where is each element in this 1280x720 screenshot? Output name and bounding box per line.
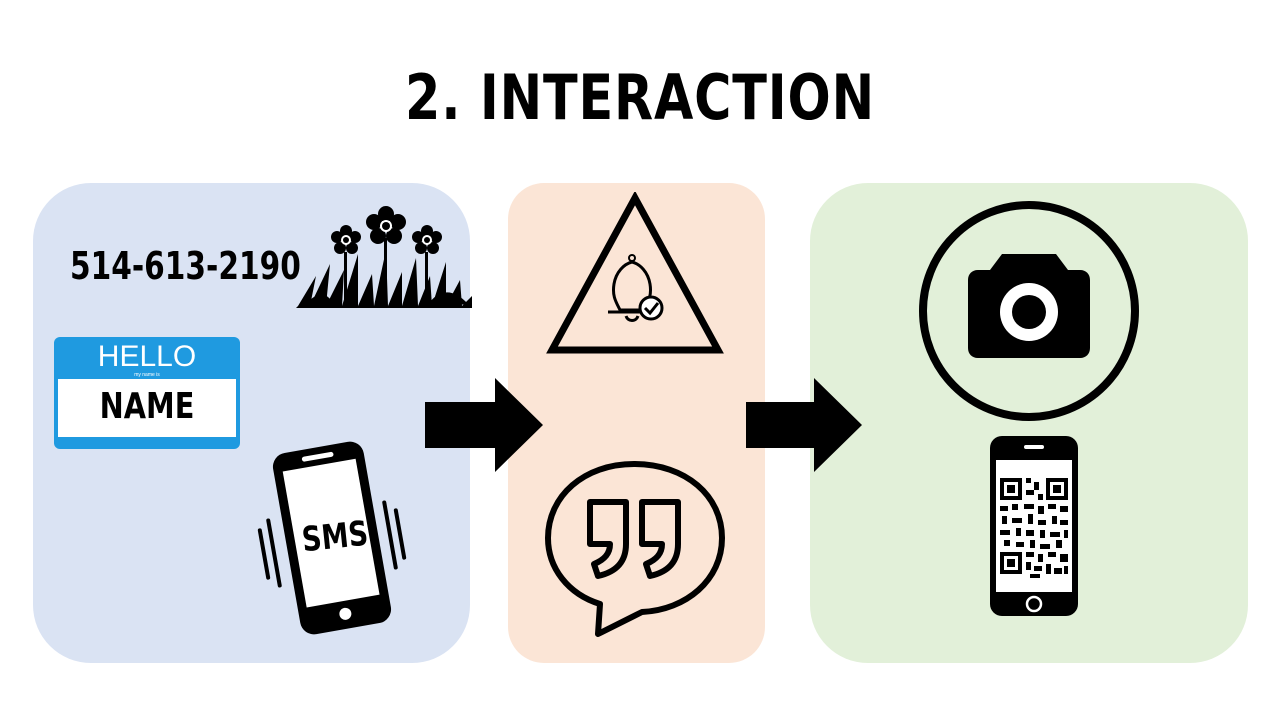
vibrating-phone-icon — [257, 441, 407, 635]
warning-bell-icon — [546, 192, 724, 354]
slide-title: 2. INTERACTION — [405, 61, 875, 134]
right-arrow-icon — [425, 378, 543, 472]
right-arrow-icon — [746, 378, 862, 472]
name-tag-hello: HELLO — [97, 340, 197, 373]
phone-number: 514-613-2190 — [70, 244, 301, 288]
camera-circle-icon — [919, 201, 1139, 421]
qr-phone-icon — [990, 436, 1078, 616]
flowers-icon — [296, 206, 472, 308]
name-tag-subtitle: my name is — [134, 372, 160, 378]
sms-label: SMS — [299, 513, 371, 561]
name-tag-name: NAME — [99, 386, 195, 427]
quote-speech-bubble-icon — [545, 461, 725, 637]
name-tag-icon: HELLO my name is NAME — [54, 337, 240, 449]
name-tag-white-area — [58, 379, 236, 437]
